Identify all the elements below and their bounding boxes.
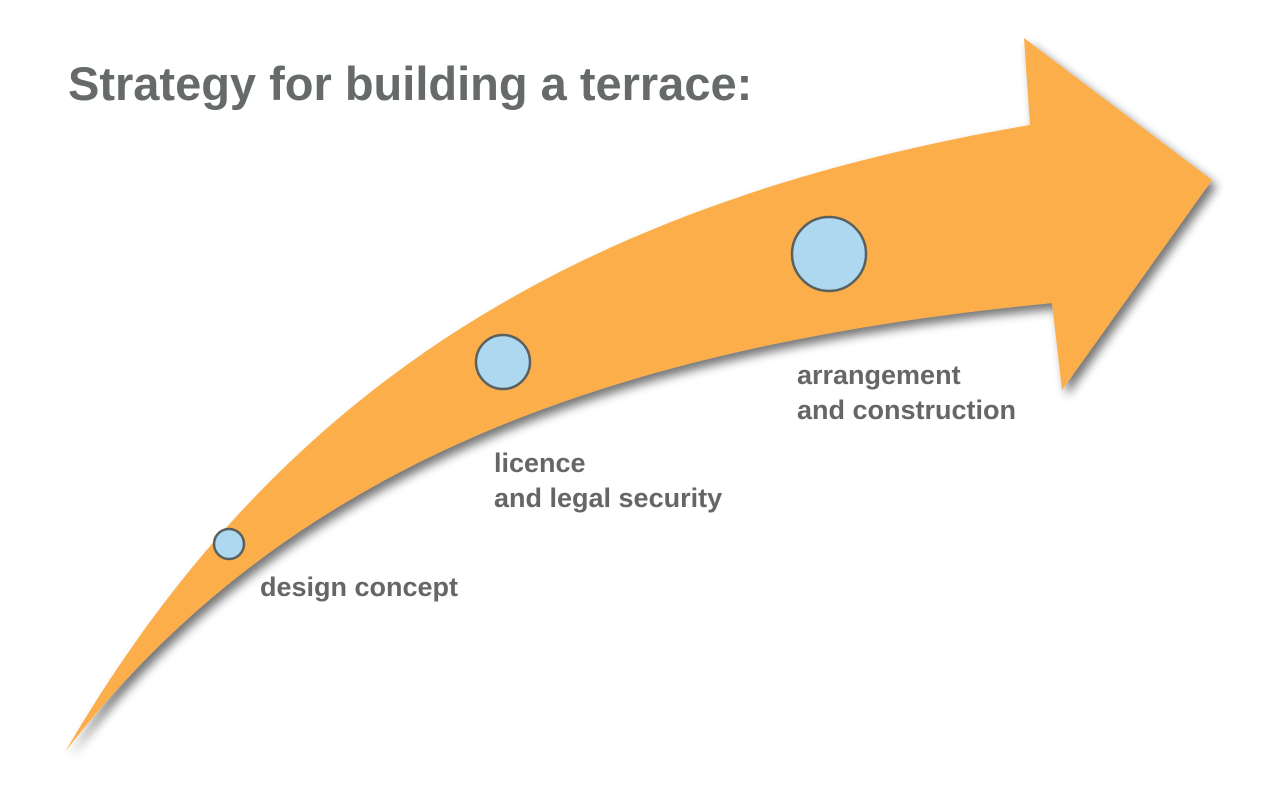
curved-progress-arrow: [65, 38, 1212, 752]
stage-label-line: and legal security: [494, 483, 723, 513]
stage-label-line: arrangement: [797, 360, 961, 390]
stage-label-design-concept: design concept: [260, 570, 458, 605]
stage-marker-licence: [474, 333, 532, 391]
stage-label-line: and construction: [797, 395, 1017, 425]
stage-label-line: design concept: [260, 572, 459, 602]
stage-label-construction: arrangement and construction: [797, 358, 1016, 428]
stage-label-line: licence: [494, 448, 586, 478]
stage-label-licence: licence and legal security: [494, 446, 722, 516]
stage-marker-construction: [790, 215, 868, 293]
stage-marker-design-concept: [212, 527, 246, 561]
page-title: Strategy for building a terrace:: [68, 57, 753, 110]
